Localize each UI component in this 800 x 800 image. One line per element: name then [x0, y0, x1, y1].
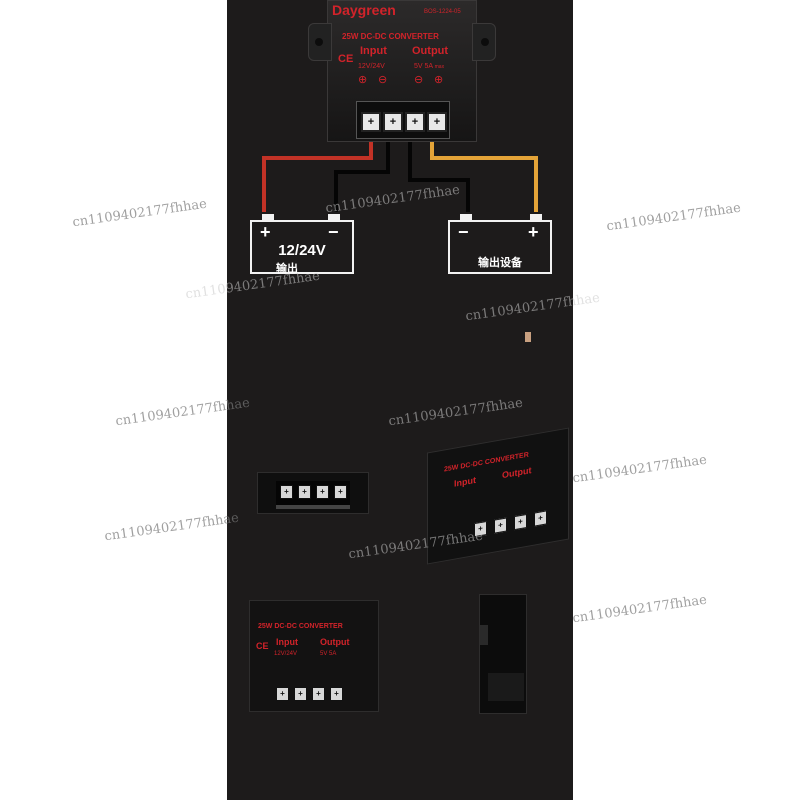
output-device: − + 输出设备 — [448, 214, 552, 274]
device-minus: − — [458, 222, 469, 242]
black-wire-input — [334, 122, 390, 212]
screw-terminal-icon: + — [383, 112, 403, 132]
black-wire-output — [408, 122, 470, 212]
screw-terminal-icon: + — [405, 112, 425, 132]
product-image-panel: Daygreen BOS-1224-05 25W DC-DC CONVERTER… — [227, 0, 573, 800]
mounting-flange-left — [308, 23, 332, 61]
minus-symbol: ⊖ — [414, 74, 424, 86]
input-label: Input — [360, 45, 387, 57]
ce-mark: CE — [338, 53, 354, 65]
device-label: 输出设备 — [478, 257, 522, 269]
converter-side-photo — [479, 594, 527, 714]
converter-front-photo: 25W DC-DC CONVERTER CE Input Output 12V/… — [249, 600, 379, 712]
mounting-flange-right — [472, 23, 496, 61]
watermark: cn1109402177fhhae — [571, 452, 708, 487]
battery-output-label: 输出 — [276, 263, 298, 275]
screw-terminal-icon: + — [294, 687, 307, 701]
source-battery: + − 12/24V 输出 — [250, 214, 354, 275]
watermark: cn1109402177fhhae — [571, 592, 708, 627]
device-plus: + — [528, 222, 539, 242]
terminal-block: + + + + — [356, 101, 450, 139]
screw-terminal-icon: + — [334, 485, 347, 499]
screw-terminal-icon: + — [298, 485, 311, 499]
screw-terminal-icon: + — [427, 112, 447, 132]
screw-terminal-icon: + — [276, 687, 289, 701]
battery-plus: + — [260, 222, 271, 242]
screw-terminal-icon: + — [312, 687, 325, 701]
battery-minus: − — [328, 222, 339, 242]
terminal-side-photo: + + + + — [257, 472, 369, 514]
brand-name: Daygreen — [332, 2, 396, 18]
watermark: cn1109402177fhhae — [605, 200, 742, 235]
minus-symbol: ⊖ — [378, 74, 388, 86]
screw-terminal-icon: + — [330, 687, 343, 701]
model-number: BOS-1224-05 — [424, 9, 461, 15]
converter-title: 25W DC-DC CONVERTER — [342, 32, 439, 41]
watermark: cn1109402177fhhae — [103, 510, 240, 545]
screw-terminal-icon: + — [280, 485, 293, 499]
screw-terminal-icon: + — [534, 510, 547, 527]
screw-terminal-icon: + — [361, 112, 381, 132]
converter-module: Daygreen BOS-1224-05 25W DC-DC CONVERTER… — [308, 0, 496, 142]
output-label: Output — [412, 45, 449, 57]
watermark: cn1109402177fhhae — [71, 196, 208, 231]
input-voltage: 12V/24V — [358, 63, 385, 70]
plus-symbol: ⊕ — [358, 74, 368, 86]
plus-symbol: ⊕ — [434, 74, 444, 86]
output-spec: 5V 5A max — [414, 63, 445, 70]
screw-terminal-icon: + — [316, 485, 329, 499]
battery-voltage-label: 12/24V — [278, 242, 326, 259]
screw-terminal-icon: + — [514, 513, 527, 531]
screw-terminal-icon: + — [494, 517, 507, 534]
